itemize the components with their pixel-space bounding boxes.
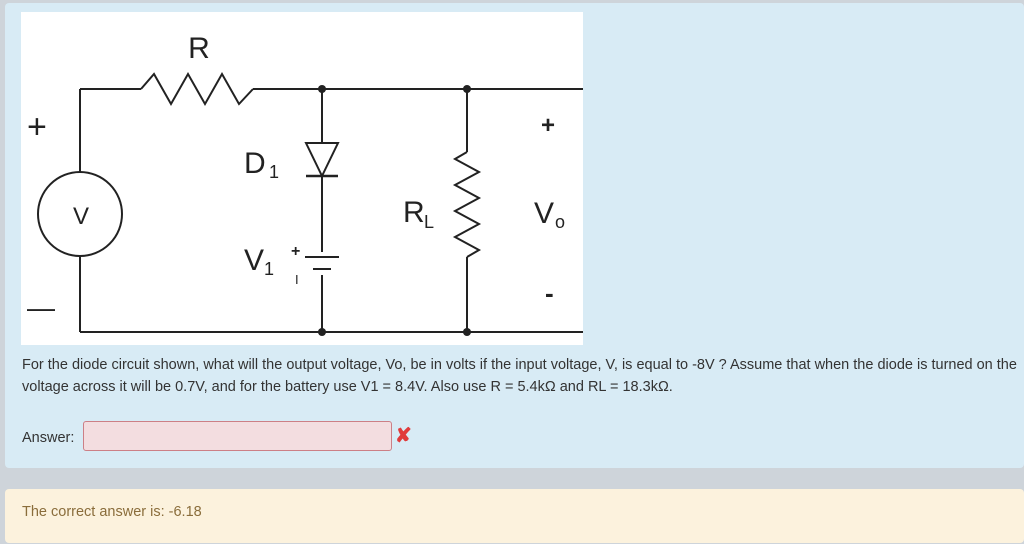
input-minus-sign: — [27, 292, 55, 323]
junction-dot [318, 328, 326, 336]
junction-dot [463, 328, 471, 336]
question-panel: R D 1 V 1 + I R L V V o + — + - For the … [5, 3, 1024, 468]
cross-icon: ✘ [395, 425, 412, 447]
correct-answer-text: The correct answer is: -6.18 [22, 504, 202, 520]
resistor-r [140, 71, 254, 107]
label-d-sub: 1 [269, 162, 279, 182]
output-plus-sign: + [541, 112, 555, 139]
label-r: R [188, 32, 210, 65]
answer-input[interactable] [83, 421, 392, 451]
answer-label: Answer: [22, 430, 75, 446]
battery-minus-sign: I [295, 272, 299, 287]
circuit-diagram: R D 1 V 1 + I R L V V o + — + - [21, 12, 583, 345]
label-v1: V [244, 244, 264, 277]
feedback-panel: The correct answer is: -6.18 [5, 489, 1024, 543]
label-rl-sub: L [424, 212, 434, 232]
label-source: V [73, 203, 89, 230]
resistor-rl [452, 151, 482, 258]
label-vo: V [534, 197, 554, 230]
diode-d1 [304, 142, 340, 179]
circuit-svg: R D 1 V 1 + I R L V V o + — + - [27, 32, 583, 336]
label-rl: R [403, 196, 425, 229]
label-d: D [244, 147, 266, 180]
label-vo-sub: o [555, 212, 565, 232]
voltage-source [37, 171, 123, 257]
output-minus-sign: - [545, 278, 554, 308]
junction-dot [463, 85, 471, 93]
question-text: For the diode circuit shown, what will t… [22, 357, 1017, 395]
battery-plus-sign: + [291, 243, 300, 260]
input-plus-sign: + [27, 108, 47, 146]
label-v1-sub: 1 [264, 259, 274, 279]
junction-dot [318, 85, 326, 93]
